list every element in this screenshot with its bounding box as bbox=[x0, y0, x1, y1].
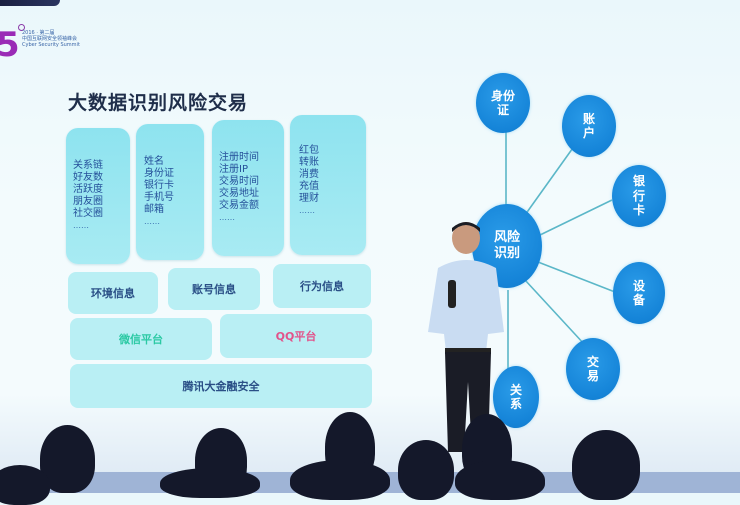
node-line: 银 bbox=[632, 174, 645, 189]
node-id-card: 身份 证 bbox=[476, 73, 530, 133]
slide-title: 大数据识别风险交易 bbox=[68, 92, 249, 114]
audience-head bbox=[160, 468, 260, 498]
card-item: 红包 bbox=[299, 145, 319, 156]
audience-head bbox=[398, 440, 454, 500]
card-more: …… bbox=[73, 221, 89, 230]
logo-name-en: Cyber Security Summit bbox=[22, 42, 80, 48]
node-line: 备 bbox=[632, 293, 645, 307]
logo-name-cn: 中国互联网安全领袖峰会 bbox=[22, 36, 78, 42]
summit-logo-mark: 5 bbox=[0, 25, 20, 65]
node-line: 关 bbox=[509, 382, 522, 397]
slide-top-band bbox=[0, 0, 60, 6]
card-item: 关系链 bbox=[73, 160, 103, 171]
summit-logo-text: 2016 · 第二届 中国互联网安全领袖峰会 Cyber Security Su… bbox=[22, 30, 80, 48]
audience-head bbox=[290, 460, 390, 500]
node-line: 行 bbox=[632, 188, 645, 203]
card-more: …… bbox=[299, 206, 315, 215]
card-item: 转账 bbox=[299, 157, 319, 168]
card-item: 交易地址 bbox=[219, 188, 259, 199]
card-item: 银行卡 bbox=[144, 180, 174, 191]
node-account: 账 户 bbox=[562, 95, 616, 157]
node-line: 风险 bbox=[493, 230, 520, 246]
data-card-social: 关系链 好友数 活跃度 朋友圈 社交圈 …… bbox=[66, 128, 130, 264]
card-item: 注册时间 bbox=[219, 152, 259, 163]
card-item: 交易金额 bbox=[219, 200, 259, 211]
card-item: 身份证 bbox=[144, 168, 174, 179]
card-item: 邮箱 bbox=[144, 204, 164, 215]
node-transaction: 交 易 bbox=[566, 338, 620, 400]
qq-platform-bar: QQ平台 bbox=[220, 314, 372, 358]
risk-diagram-connectors bbox=[505, 130, 616, 370]
logo-dot-icon bbox=[18, 24, 25, 31]
node-line: 系 bbox=[509, 397, 522, 411]
card-item: 活跃度 bbox=[73, 184, 103, 195]
card-more: …… bbox=[144, 217, 160, 226]
node-line: 账 bbox=[582, 111, 595, 126]
node-line: 证 bbox=[496, 103, 509, 117]
audience-head bbox=[572, 430, 640, 500]
card-item: 消费 bbox=[299, 169, 319, 180]
node-bank-card: 银 行 卡 bbox=[612, 165, 666, 227]
node-device: 设 备 bbox=[613, 262, 665, 324]
audience-head bbox=[455, 460, 545, 500]
card-more: …… bbox=[219, 213, 235, 222]
node-line: 识别 bbox=[493, 246, 520, 261]
audience-head bbox=[0, 465, 50, 505]
node-line: 交 bbox=[586, 354, 599, 369]
card-item: 好友数 bbox=[73, 172, 103, 183]
node-line: 身份 bbox=[490, 88, 515, 103]
card-item: 社交圈 bbox=[73, 208, 103, 219]
speaker-figure bbox=[428, 222, 504, 452]
node-line: 卡 bbox=[632, 203, 645, 218]
card-item: 交易时间 bbox=[219, 176, 259, 187]
wechat-platform-bar: 微信平台 bbox=[70, 318, 212, 360]
node-relationship: 关 系 bbox=[493, 366, 539, 428]
card-item: 充值 bbox=[299, 181, 319, 192]
card-item: 姓名 bbox=[144, 156, 164, 167]
tencent-finance-security-bar: 腾讯大金融安全 bbox=[70, 364, 372, 408]
info-bar-behavior: 行为信息 bbox=[273, 264, 371, 308]
data-card-behavior: 红包 转账 消费 充值 理财 …… bbox=[290, 115, 366, 255]
node-line: 户 bbox=[582, 126, 595, 140]
node-line: 设 bbox=[632, 278, 645, 293]
info-bar-account: 账号信息 bbox=[168, 268, 260, 310]
card-item: 手机号 bbox=[144, 192, 174, 203]
card-item: 朋友圈 bbox=[73, 196, 103, 207]
card-item: 注册IP bbox=[219, 164, 248, 175]
data-card-identity: 姓名 身份证 银行卡 手机号 邮箱 …… bbox=[136, 124, 204, 260]
data-card-transaction: 注册时间 注册IP 交易时间 交易地址 交易金额 …… bbox=[212, 120, 284, 256]
card-item: 理财 bbox=[299, 193, 319, 204]
logo-year: 2016 · 第二届 bbox=[22, 30, 55, 36]
node-line: 易 bbox=[586, 369, 599, 383]
info-bar-environment: 环境信息 bbox=[68, 272, 158, 314]
